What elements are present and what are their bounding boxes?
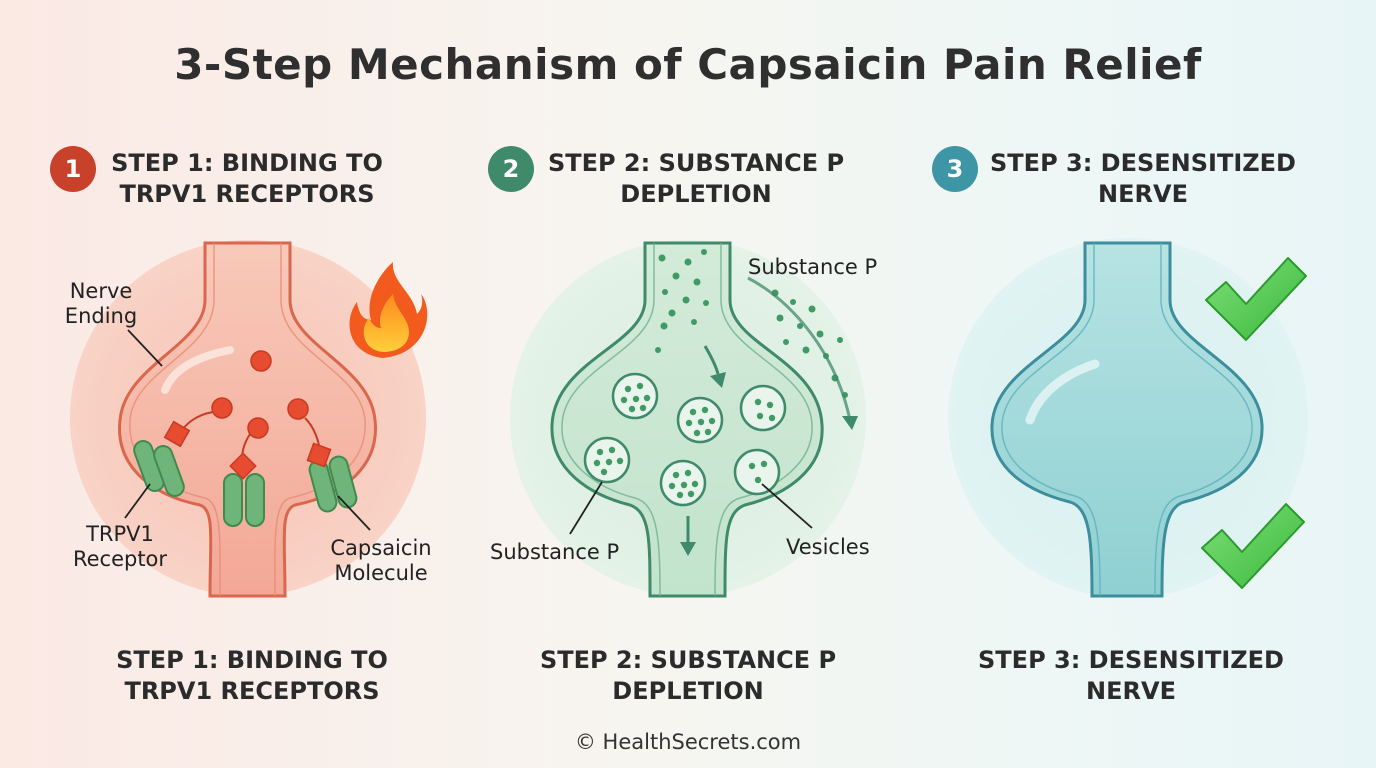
step-3-heading-line2: NERVE — [1098, 180, 1188, 208]
step-3-caption-line1: STEP 3: DESENSITIZED — [978, 646, 1284, 674]
copyright-footer: © HealthSecrets.com — [574, 730, 802, 754]
step-1-illustration — [70, 240, 428, 598]
trpv1-receptor-label: TRPV1 Receptor — [60, 522, 180, 572]
step-1-heading: STEP 1: BINDING TO TRPV1 RECEPTORS — [102, 148, 392, 210]
step-1-heading-line2: TRPV1 RECEPTORS — [119, 180, 375, 208]
nerve-ending-shape — [118, 241, 377, 598]
step-1-caption: STEP 1: BINDING TO TRPV1 RECEPTORS — [92, 645, 412, 707]
trpv1-receptor-label-line2: Receptor — [72, 547, 168, 571]
trpv1-receptor-middle — [223, 452, 265, 527]
nerve-ending-label: Nerve Ending — [48, 279, 154, 329]
trpv1-receptor-label-line1: TRPV1 — [86, 522, 154, 546]
step-2-heading-line2: DEPLETION — [620, 180, 772, 208]
trpv1-receptor-left — [133, 420, 191, 497]
step-3-heading: STEP 3: DESENSITIZED NERVE — [984, 148, 1302, 210]
desensitized-nerve-shape — [990, 241, 1264, 598]
step-1-caption-line1: STEP 1: BINDING TO — [116, 646, 388, 674]
step-3-badge: 3 — [932, 146, 978, 192]
step-3-caption: STEP 3: DESENSITIZED NERVE — [956, 645, 1306, 707]
step-3-heading-line1: STEP 3: DESENSITIZED — [990, 149, 1296, 177]
flame-icon — [349, 262, 428, 358]
step-3-illustration — [948, 238, 1308, 598]
vesicles-label: Vesicles — [786, 535, 870, 559]
step-1-badge: 1 — [50, 146, 96, 192]
substance-p-particles — [655, 249, 848, 398]
step-2-caption-line1: STEP 2: SUBSTANCE P — [539, 646, 837, 674]
trpv1-receptor-right — [306, 442, 358, 513]
capsaicin-molecule-label-line1: Capsaicin — [330, 536, 432, 560]
step-2-badge: 2 — [488, 146, 534, 192]
capsaicin-molecule-label: Capsaicin Molecule — [318, 536, 444, 586]
capsaicin-molecule-label-line2: Molecule — [334, 561, 428, 585]
arrow-down-icon — [686, 276, 852, 546]
step-1-heading-line1: STEP 1: BINDING TO — [111, 149, 383, 177]
capsaicin-molecules — [211, 350, 309, 439]
step-3-caption-line2: NERVE — [1086, 677, 1176, 705]
substance-p-label-bottom: Substance P — [490, 540, 620, 564]
checkmark-icon — [1201, 503, 1305, 589]
step-2-heading-line1: STEP 2: SUBSTANCE P — [547, 149, 845, 177]
substance-p-label-top: Substance P — [748, 255, 878, 279]
checkmark-icon — [1205, 257, 1307, 341]
step-2-heading: STEP 2: SUBSTANCE P DEPLETION — [540, 148, 852, 210]
page-title: 3-Step Mechanism of Capsaicin Pain Relie… — [174, 40, 1202, 89]
step-2-caption: STEP 2: SUBSTANCE P DEPLETION — [518, 645, 858, 707]
nerve-ending-label-line1: Nerve — [69, 279, 133, 303]
step-2-caption-line2: DEPLETION — [612, 677, 764, 705]
nerve-ending-label-line2: Ending — [64, 304, 138, 328]
step-2-illustration — [510, 240, 866, 598]
step-1-caption-line2: TRPV1 RECEPTORS — [124, 677, 380, 705]
